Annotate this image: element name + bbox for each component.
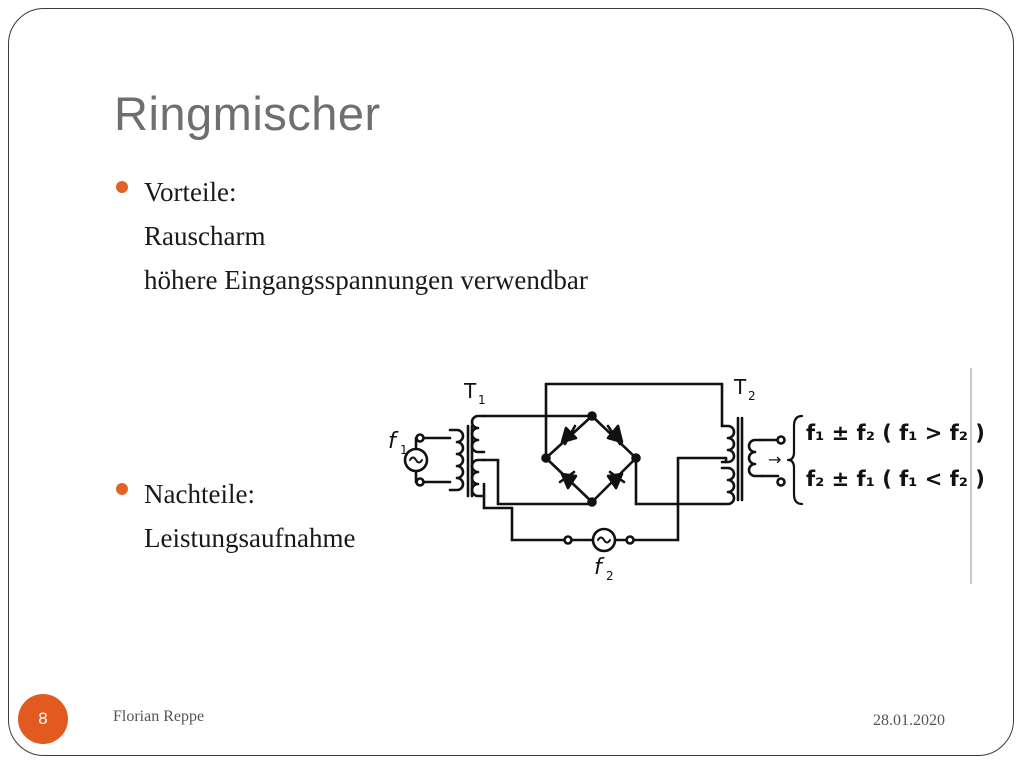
bullet-line: höhere Eingangsspannungen verwendbar [144,265,588,295]
transformer-t2 [720,416,786,506]
label-t2-sub: 2 [748,389,756,403]
image-border [970,368,972,584]
label-f2: f [594,555,605,580]
label-f2-sub: 2 [606,569,614,583]
bullet-dot [116,483,128,495]
slide-title: Ringmischer [114,87,381,140]
output-arrow-icon: → [768,450,781,469]
source-f2 [563,527,635,553]
bullet-line: Rauscharm [144,221,266,251]
ring-mixer-circuit-image: T 1 T 2 f 1 f 2 → f₁ ± f₂ ( f₁ > f₂ ) f₂… [386,368,985,584]
diagram-labels: T 1 T 2 f 1 f 2 → f₁ ± f₂ ( f₁ > f₂ ) f₂… [388,375,985,583]
circuit-diagram: T 1 T 2 f 1 f 2 → f₁ ± f₂ ( f₁ > f₂ ) f₂… [388,375,985,583]
label-f1: f [388,429,399,454]
bullet-dot [116,181,128,193]
output-line-1: f₁ ± f₂ ( f₁ > f₂ ) [806,421,985,445]
label-t1: T [463,379,477,403]
diode-ring [541,411,724,507]
slide-number-badge: 8 [18,694,68,744]
label-t2: T [733,375,747,399]
footer-date: 28.01.2020 [873,712,945,729]
transformer-t1 [448,414,486,498]
bullet-line: Leistungsaufnahme [144,523,356,553]
label-t1-sub: 1 [478,393,486,407]
footer-author: Florian Reppe [113,708,205,725]
bullet-heading: Vorteile: [144,177,237,207]
output-line-2: f₂ ± f₁ ( f₁ < f₂ ) [806,467,985,491]
slide-number: 8 [38,709,48,728]
label-f1-sub: 1 [400,443,408,457]
output-brace [786,414,804,506]
bullet-heading: Nachteile: [144,479,255,509]
source-f1 [403,433,452,487]
upper-wiring [482,382,728,542]
